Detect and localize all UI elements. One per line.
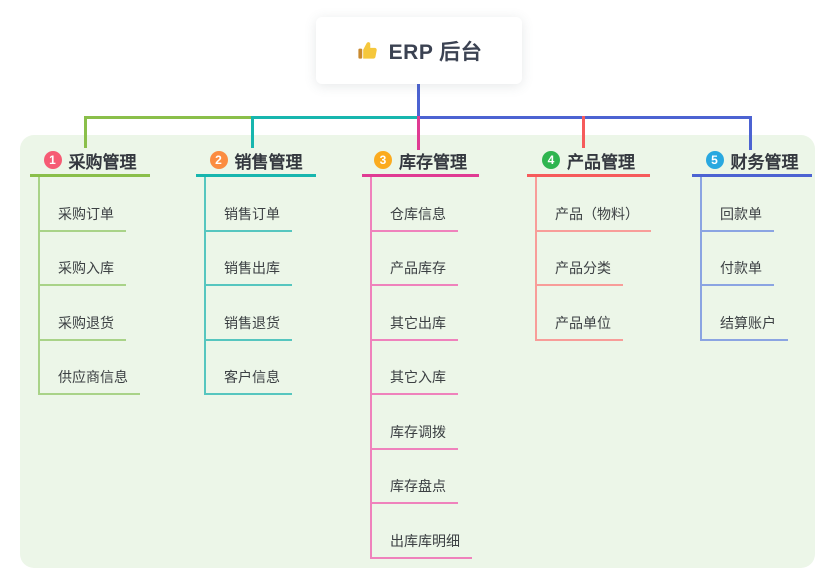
node-label: 销售退货 xyxy=(224,314,280,331)
node-other-inbound[interactable]: 其它入库 xyxy=(370,341,458,395)
node-label: 库存盘点 xyxy=(390,478,446,494)
drop-line-product xyxy=(582,116,585,148)
branch-inventory-items: 仓库信息 产品库存 其它出库 其它入库 库存调拨 库存盘点 出库库明细 xyxy=(370,177,472,559)
branch-finance-node[interactable]: 5 财务管理 xyxy=(692,146,812,177)
branch-purchase-label: 采购管理 xyxy=(68,152,137,172)
branch-purchase-connector-line xyxy=(38,177,40,395)
branch-purchase-badge: 1 xyxy=(43,151,62,169)
node-label: 回款单 xyxy=(720,205,762,222)
node-label: 客户信息 xyxy=(224,369,280,385)
branch-inventory: 3 库存管理 仓库信息 产品库存 其它出库 其它入库 库存调拨 库存盘点 出库库… xyxy=(362,146,479,559)
node-label: 其它入库 xyxy=(390,369,446,385)
branch-inventory-node[interactable]: 3 库存管理 xyxy=(362,146,479,177)
root-connector-line xyxy=(417,84,420,118)
node-sales-order[interactable]: 销售订单 xyxy=(204,177,292,232)
connector-line-sales xyxy=(251,116,419,119)
branch-sales-items: 销售订单 销售出库 销售退货 客户信息 xyxy=(204,177,292,395)
branch-finance-connector-line xyxy=(700,177,702,341)
node-stock-count[interactable]: 库存盘点 xyxy=(370,450,458,504)
branch-sales: 2 销售管理 销售订单 销售出库 销售退货 客户信息 xyxy=(196,146,316,395)
node-customer-info[interactable]: 客户信息 xyxy=(204,341,292,395)
node-stock-transfer[interactable]: 库存调拨 xyxy=(370,395,458,450)
node-supplier-info[interactable]: 供应商信息 xyxy=(38,341,140,395)
branch-finance: 5 财务管理 回款单 付款单 结算账户 xyxy=(692,146,812,341)
node-receipt-order[interactable]: 回款单 xyxy=(700,177,774,232)
branches-background-panel xyxy=(20,135,815,568)
branch-product: 4 产品管理 产品（物料） 产品分类 产品单位 xyxy=(527,146,651,341)
drop-line-sales xyxy=(251,116,254,148)
branch-finance-label: 财务管理 xyxy=(730,152,799,172)
node-warehouse-info[interactable]: 仓库信息 xyxy=(370,177,458,232)
branch-product-connector-line xyxy=(535,177,537,341)
branch-product-label: 产品管理 xyxy=(567,152,635,172)
drop-line-purchase xyxy=(84,116,87,148)
branch-finance-badge: 5 xyxy=(705,151,724,169)
drop-line-inventory xyxy=(417,116,420,150)
branch-sales-badge: 2 xyxy=(209,151,228,169)
drop-line-finance xyxy=(749,116,752,150)
node-label: 供应商信息 xyxy=(58,369,128,385)
branch-purchase-node[interactable]: 1 采购管理 xyxy=(30,146,150,177)
node-settlement-account[interactable]: 结算账户 xyxy=(700,286,788,341)
branch-inventory-badge: 3 xyxy=(374,151,392,169)
branch-inventory-label: 库存管理 xyxy=(399,152,467,172)
node-product-category[interactable]: 产品分类 xyxy=(535,232,623,286)
node-label: 采购订单 xyxy=(58,205,114,222)
node-payment-order[interactable]: 付款单 xyxy=(700,232,774,286)
root-node-label: ERP 后台 xyxy=(388,40,483,64)
node-product-stock[interactable]: 产品库存 xyxy=(370,232,458,286)
node-label: 销售出库 xyxy=(224,260,280,276)
node-sales-outbound[interactable]: 销售出库 xyxy=(204,232,292,286)
node-label: 产品（物料） xyxy=(555,205,639,222)
branch-sales-label: 销售管理 xyxy=(234,152,303,172)
node-sales-return[interactable]: 销售退货 xyxy=(204,286,292,341)
node-outbound-detail[interactable]: 出库库明细 xyxy=(370,504,472,559)
node-label: 库存调拨 xyxy=(390,423,446,440)
branch-finance-items: 回款单 付款单 结算账户 xyxy=(700,177,788,341)
node-product-material[interactable]: 产品（物料） xyxy=(535,177,651,232)
node-label: 采购退货 xyxy=(58,314,114,331)
root-node[interactable]: ERP 后台 xyxy=(316,17,522,84)
branch-inventory-connector-line xyxy=(370,177,372,559)
branch-product-badge: 4 xyxy=(542,151,560,169)
node-other-outbound[interactable]: 其它出库 xyxy=(370,286,458,341)
node-label: 产品单位 xyxy=(555,314,611,331)
branch-sales-connector-line xyxy=(204,177,206,395)
node-label: 付款单 xyxy=(720,260,762,276)
branch-product-node[interactable]: 4 产品管理 xyxy=(527,146,650,177)
node-label: 产品分类 xyxy=(555,260,611,276)
node-label: 其它出库 xyxy=(390,314,446,331)
branch-product-items: 产品（物料） 产品分类 产品单位 xyxy=(535,177,651,341)
node-purchase-order[interactable]: 采购订单 xyxy=(38,177,126,232)
node-purchase-return[interactable]: 采购退货 xyxy=(38,286,126,341)
node-label: 采购入库 xyxy=(58,260,114,276)
node-label: 销售订单 xyxy=(224,205,280,222)
branch-purchase: 1 采购管理 采购订单 采购入库 采购退货 供应商信息 xyxy=(30,146,150,395)
node-label: 出库库明细 xyxy=(390,532,460,549)
connector-line-purchase xyxy=(84,116,254,119)
branch-sales-node[interactable]: 2 销售管理 xyxy=(196,146,316,177)
thumbs-up-icon xyxy=(356,39,379,62)
node-purchase-inbound[interactable]: 采购入库 xyxy=(38,232,126,286)
node-label: 仓库信息 xyxy=(390,205,446,222)
node-label: 结算账户 xyxy=(720,314,776,331)
node-product-unit[interactable]: 产品单位 xyxy=(535,286,623,341)
branch-purchase-items: 采购订单 采购入库 采购退货 供应商信息 xyxy=(38,177,140,395)
node-label: 产品库存 xyxy=(390,260,446,276)
